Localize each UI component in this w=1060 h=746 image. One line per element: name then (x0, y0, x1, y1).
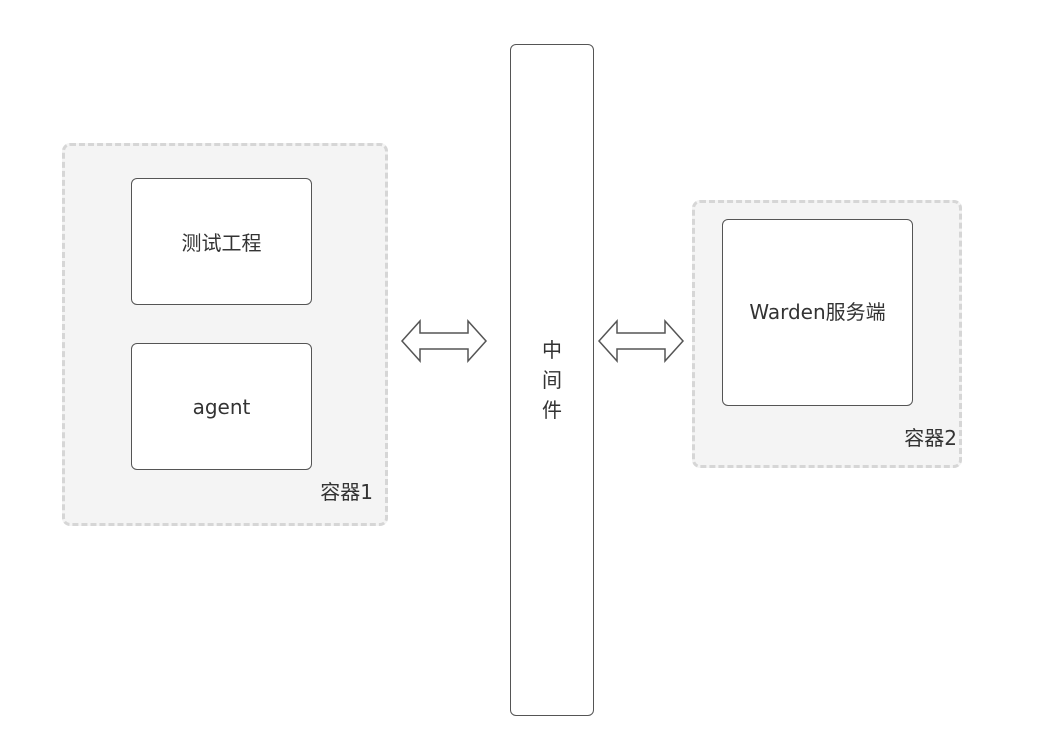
container-2-label: 容器2 (904, 426, 957, 450)
test-project-node: 测试工程 (131, 178, 312, 305)
warden-server-label: Warden服务端 (749, 300, 886, 324)
double-arrow-icon (597, 319, 685, 363)
warden-server-node: Warden服务端 (722, 219, 913, 406)
agent-label: agent (192, 394, 251, 419)
container-1-label: 容器1 (320, 480, 373, 504)
agent-node: agent (131, 343, 312, 470)
middleware-label: 中 间 件 (542, 335, 562, 425)
test-project-label: 测试工程 (181, 231, 262, 255)
middleware-char-2: 间 (542, 368, 562, 392)
middleware-node: 中 间 件 (510, 44, 594, 716)
middleware-char-3: 件 (542, 398, 562, 422)
double-arrow-icon (400, 319, 488, 363)
middleware-char-1: 中 (542, 338, 562, 362)
